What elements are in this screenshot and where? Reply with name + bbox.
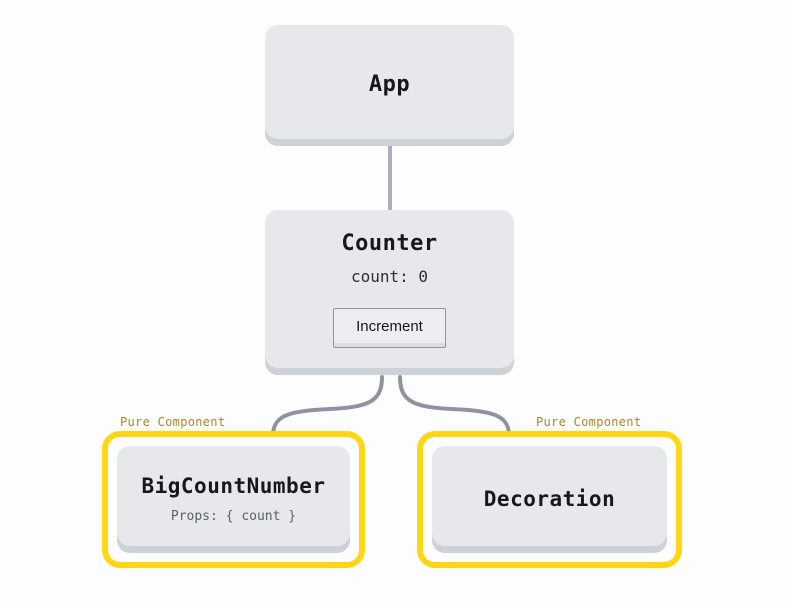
node-counter-title: Counter xyxy=(341,231,438,256)
node-decoration[interactable]: Decoration xyxy=(432,446,667,553)
node-bigcountnumber-title: BigCountNumber xyxy=(141,473,326,498)
pure-component-wrapper-decoration: Decoration xyxy=(417,431,682,568)
edge-counter-to-bigcountnumber xyxy=(271,375,384,436)
pure-component-wrapper-bigcountnumber: BigCountNumber Props: { count } xyxy=(102,431,365,568)
node-counter[interactable]: Counter count: 0 Increment xyxy=(265,210,514,375)
pure-component-label-bigcountnumber: Pure Component xyxy=(120,415,226,429)
edge-counter-to-decoration xyxy=(398,375,511,436)
increment-button[interactable]: Increment xyxy=(333,307,446,348)
node-app[interactable]: App xyxy=(265,25,514,146)
node-bigcountnumber-props: Props: { count } xyxy=(170,508,297,524)
node-decoration-title: Decoration xyxy=(483,486,616,511)
node-counter-state: count: 0 xyxy=(350,267,429,287)
node-app-title: App xyxy=(368,72,411,98)
pure-component-label-decoration: Pure Component xyxy=(536,415,642,429)
node-bigcountnumber[interactable]: BigCountNumber Props: { count } xyxy=(117,446,350,553)
